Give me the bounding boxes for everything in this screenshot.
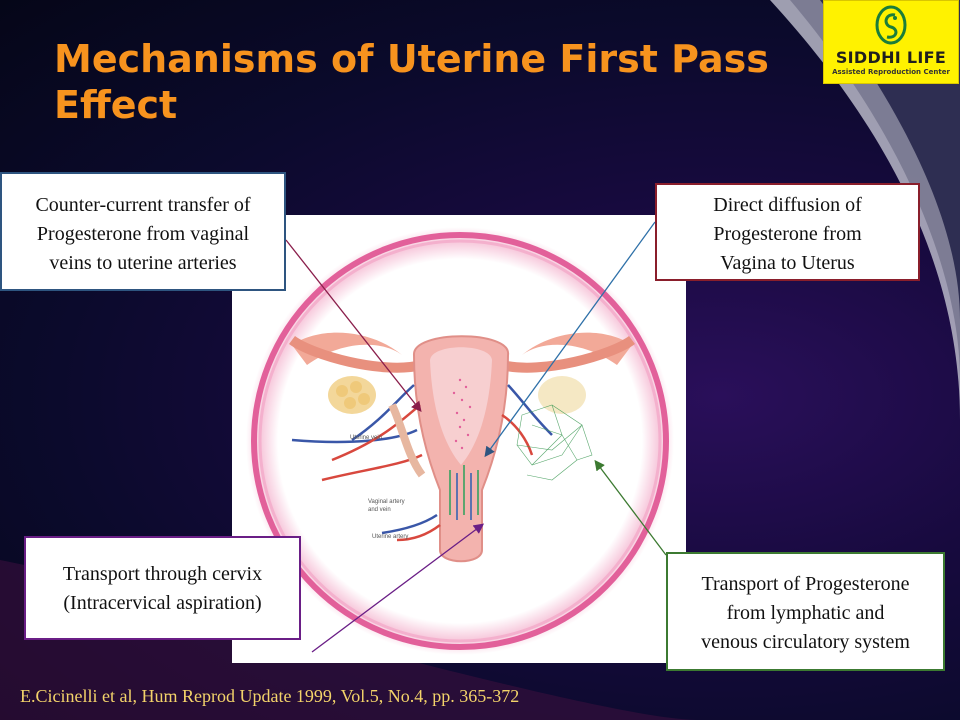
- callout-line: Progesterone from vaginal: [2, 220, 284, 249]
- callout-direct-diffusion: Direct diffusion of Progesterone from Va…: [655, 183, 920, 281]
- logo-name: SIDDHI LIFE: [824, 48, 958, 67]
- ovary-left: [328, 376, 376, 414]
- label-vaginal-vein: and vein: [368, 507, 391, 513]
- callout-line: Transport through cervix: [26, 560, 299, 589]
- embryo-logo-icon: [871, 3, 911, 49]
- callout-line: venous circulatory system: [668, 628, 943, 657]
- callout-line: (Intracervical aspiration): [26, 589, 299, 618]
- slide-title: Mechanisms of Uterine First Pass Effect: [54, 36, 814, 128]
- label-uterine-artery: Uterine artery: [372, 534, 408, 540]
- callout-counter-current-transfer: Counter-current transfer of Progesterone…: [0, 172, 286, 291]
- logo-tagline: Assisted Reproduction Center: [824, 68, 958, 76]
- label-vaginal-artery: Vaginal artery: [368, 499, 405, 505]
- callout-cervix-transport: Transport through cervix (Intracervical …: [24, 536, 301, 640]
- callout-line: Transport of Progesterone: [668, 570, 943, 599]
- callout-lymphatic-transport: Transport of Progesterone from lymphatic…: [666, 552, 945, 671]
- label-uterine-vein: Uterine vein: [350, 435, 382, 441]
- siddhi-life-logo: SIDDHI LIFE Assisted Reproduction Center: [823, 0, 959, 84]
- callout-line: Direct diffusion of: [657, 191, 918, 220]
- callout-line: Progesterone from: [657, 220, 918, 249]
- citation: E.Cicinelli et al, Hum Reprod Update 199…: [20, 686, 720, 707]
- callout-line: Vagina to Uterus: [657, 249, 918, 278]
- ovary-right: [538, 376, 586, 414]
- callout-line: veins to uterine arteries: [2, 249, 284, 278]
- callout-line: Counter-current transfer of: [2, 191, 284, 220]
- callout-line: from lymphatic and: [668, 599, 943, 628]
